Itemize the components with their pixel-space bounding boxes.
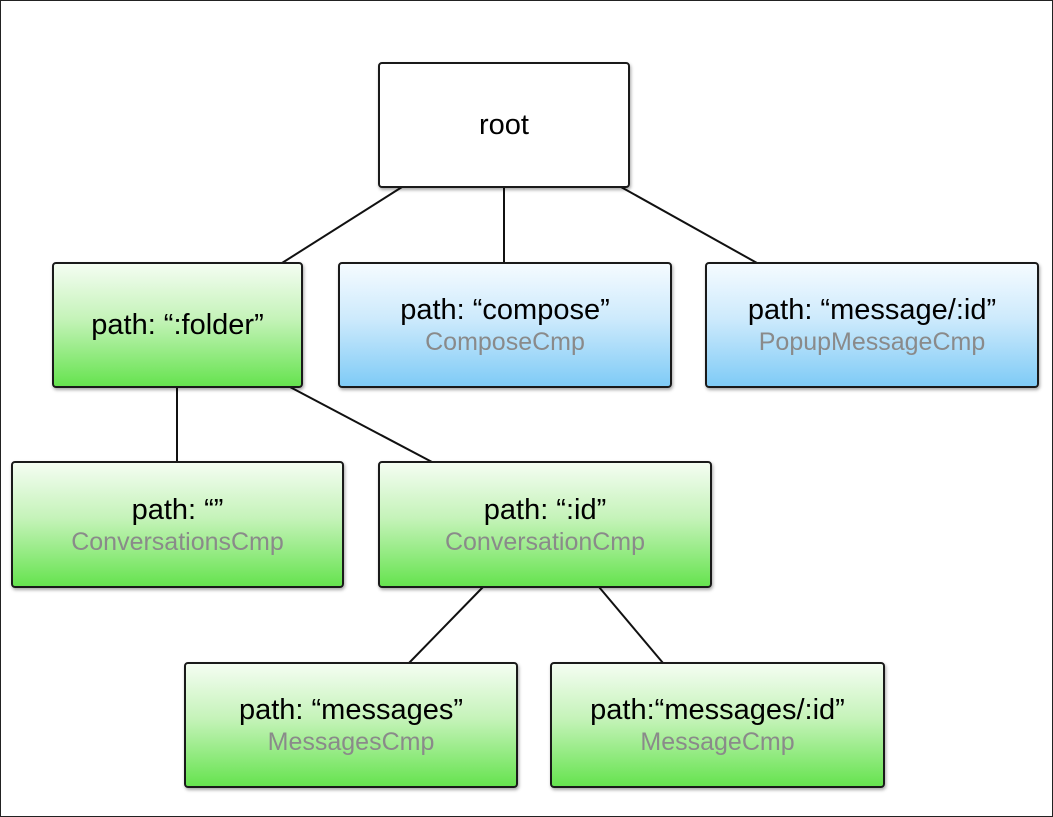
node-conversations-component: ConversationsCmp	[71, 527, 284, 556]
node-messages: path: “messages” MessagesCmp	[184, 662, 518, 788]
node-compose-component: ComposeCmp	[425, 328, 585, 356]
node-conversation: path: “:id” ConversationCmp	[378, 461, 712, 588]
edge-folder-conversation	[289, 386, 433, 463]
edge-conversation-message	[598, 586, 664, 664]
node-root-label: root	[479, 109, 529, 141]
node-popup-path: path: “message/:id”	[747, 294, 997, 326]
node-conversations: path: “” ConversationsCmp	[11, 461, 344, 588]
node-folder: path: “:folder”	[52, 262, 303, 388]
edge-root-folder	[281, 186, 403, 264]
node-messages-component: MessagesCmp	[267, 728, 435, 756]
node-message-component: MessageCmp	[640, 728, 795, 756]
node-message-path: path:“messages/:id”	[590, 694, 845, 726]
node-messages-path: path: “messages”	[238, 694, 464, 726]
node-conversation-component: ConversationCmp	[444, 527, 646, 556]
node-popup: path: “message/:id” PopupMessageCmp	[705, 262, 1039, 388]
edge-conversation-messages	[408, 586, 484, 664]
node-conversation-path: path: “:id”	[483, 493, 607, 526]
node-conversations-path: path: “”	[131, 493, 224, 526]
node-root: root	[378, 62, 630, 188]
edge-root-popup	[620, 186, 758, 264]
node-folder-path: path: “:folder”	[91, 309, 264, 341]
node-compose-path: path: “compose”	[400, 294, 610, 326]
node-popup-component: PopupMessageCmp	[758, 328, 986, 356]
node-message: path:“messages/:id” MessageCmp	[550, 662, 885, 788]
node-compose: path: “compose” ComposeCmp	[338, 262, 672, 388]
